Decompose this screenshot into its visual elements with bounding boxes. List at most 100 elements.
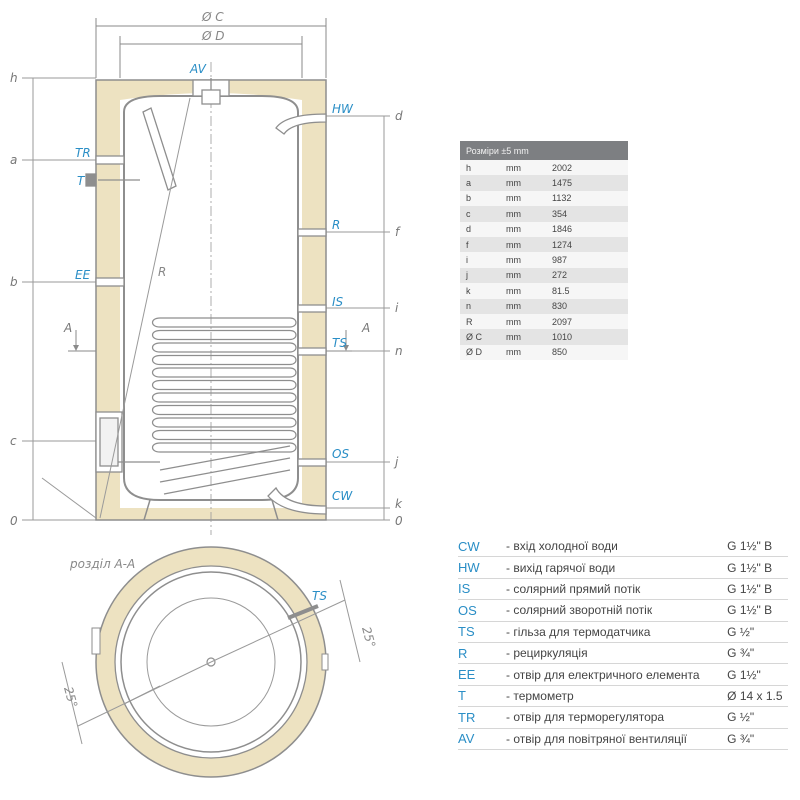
conn-label-os: OS	[332, 447, 349, 461]
legend-size: G ½"	[715, 706, 788, 729]
coil-turn	[159, 445, 291, 471]
dimension-value: 987	[546, 252, 628, 268]
section-ts-label: TS	[312, 589, 327, 603]
dimension-unit: mm	[500, 298, 546, 314]
dimension-unit: mm	[500, 252, 546, 268]
air-vent-fitting	[192, 78, 230, 105]
legend-code: AV	[458, 728, 506, 750]
left-fittings	[85, 155, 160, 473]
dimension-value: 1846	[546, 221, 628, 237]
coil-turn	[151, 417, 297, 428]
coil-turn	[151, 342, 297, 353]
level-b-label: b	[10, 275, 18, 289]
dimension-symbol: j	[460, 267, 500, 284]
conn-label-ts: TS	[332, 336, 347, 350]
legend-code: EE	[458, 663, 506, 686]
conn-label-av: AV	[189, 62, 207, 76]
level-0-left-label: 0	[10, 514, 18, 528]
legend-size: G 1½" B	[715, 536, 788, 558]
dimension-value: 354	[546, 206, 628, 222]
legend-description: - солярний прямий потік	[506, 578, 716, 601]
coil-turn	[151, 317, 297, 328]
section-marks	[68, 330, 352, 352]
legend-size: G ¾"	[715, 728, 788, 750]
coil-turn	[151, 367, 297, 378]
level-d-label: d	[395, 109, 403, 123]
legend-description: - отвір для терморегулятора	[506, 706, 716, 729]
dimension-unit: mm	[500, 283, 546, 299]
coil-turn	[151, 354, 297, 366]
legend-description: - отвір для електричного елемента	[506, 663, 716, 686]
legend-description: - отвір для повітряної вентиляції	[506, 728, 716, 750]
legend-size: G ½"	[715, 621, 788, 643]
conn-label-t: T	[77, 174, 86, 188]
legend-size: G 1½" B	[715, 556, 788, 579]
legend-code: CW	[458, 536, 506, 558]
dimension-unit: mm	[500, 329, 546, 345]
section-title: розділ А-А	[69, 557, 135, 571]
dimension-unit: mm	[500, 344, 546, 361]
dimension-symbol: Ø D	[460, 344, 500, 361]
dimension-unit: mm	[500, 160, 546, 176]
level-i-label: i	[395, 301, 399, 315]
legend-size: G 1½" B	[715, 578, 788, 601]
dimension-symbol: c	[460, 206, 500, 222]
legend-code: OS	[458, 599, 506, 622]
conn-label-r: R	[332, 218, 340, 232]
angle-label-left: 25°	[61, 685, 80, 709]
dimension-value: 850	[546, 344, 628, 361]
coil-turn	[151, 329, 297, 341]
level-c-label: c	[10, 434, 17, 448]
dimension-symbol: R	[460, 313, 500, 330]
level-n-label: n	[395, 344, 403, 358]
conn-label-cw: CW	[332, 489, 353, 503]
legend-description: - рециркуляція	[506, 642, 716, 665]
dimension-value: 2097	[546, 313, 628, 330]
level-j-label: j	[393, 455, 399, 469]
dimensions-table-header: Розміри ±5 mm	[460, 141, 628, 160]
dimension-value: 830	[546, 298, 628, 314]
left-dimension-lines	[22, 77, 96, 521]
legend-size: G ¾"	[715, 642, 788, 665]
conn-label-is: IS	[332, 295, 344, 309]
coil-turn	[159, 457, 291, 483]
outer-diameter-label: Ø C	[201, 10, 224, 24]
dimension-value: 1132	[546, 190, 628, 207]
dimension-value: 1010	[546, 329, 628, 345]
legend-code: R	[458, 642, 506, 665]
conn-label-tr: TR	[75, 146, 91, 160]
solar-coil	[151, 317, 297, 495]
dimension-symbol: i	[460, 252, 500, 268]
dimension-symbol: n	[460, 298, 500, 314]
level-0-right-label: 0	[395, 514, 403, 528]
level-f-label: f	[395, 225, 401, 239]
radius-line	[99, 97, 191, 519]
coil-turn	[151, 429, 297, 441]
coil-turn	[151, 379, 297, 391]
radius-label: R	[158, 265, 166, 279]
legend-code: IS	[458, 578, 506, 601]
legend-description: - солярний зворотній потік	[506, 599, 716, 622]
legend-size: G 1½" B	[715, 599, 788, 622]
section-angle-lines	[61, 579, 361, 745]
dimension-unit: mm	[500, 175, 546, 191]
inner-diameter-label: Ø D	[201, 29, 225, 43]
coil-turn	[163, 469, 291, 495]
legend-code: TS	[458, 621, 506, 643]
legend-description: - вихід гарячої води	[506, 556, 716, 579]
dimension-unit: mm	[500, 267, 546, 284]
